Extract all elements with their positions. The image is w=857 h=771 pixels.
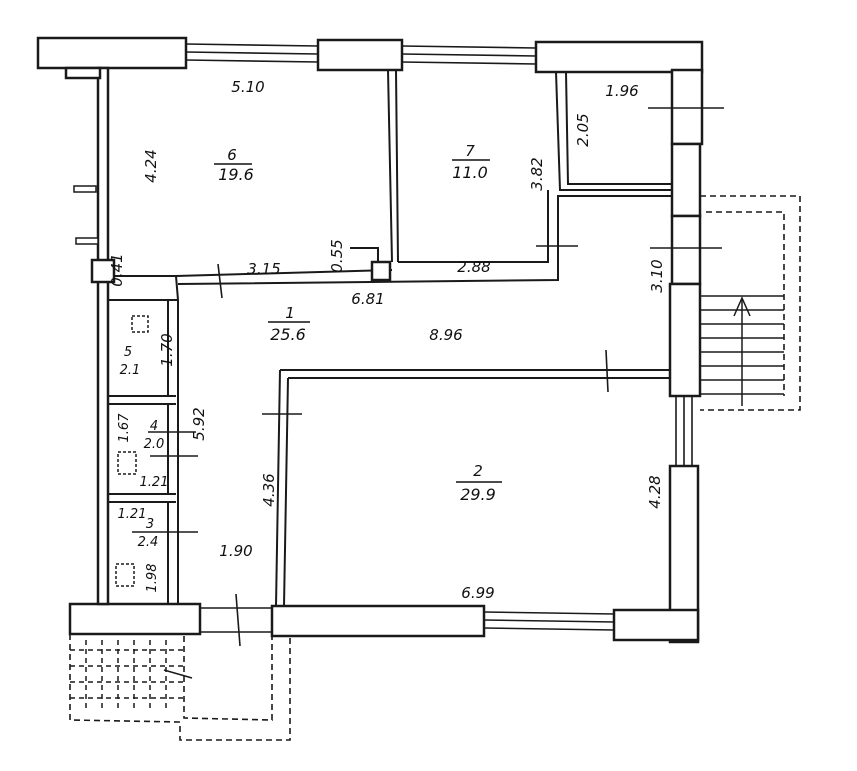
dim-1-98: 1.98 [145,564,160,593]
right-wall-pillar-2 [668,282,702,398]
dim-0-41: 0.41 [108,253,126,286]
dim-4-36: 4.36 [260,473,278,506]
shaft-left [90,258,116,284]
fixture-room-4 [117,451,137,475]
shaft-middle [370,260,392,282]
room-labels: 6 19.6 7 11.0 1 25.6 2 29.9 5 2.1 4 2.0 … [120,142,502,550]
interior-walls [90,69,672,607]
room-3-number: 3 [146,517,154,532]
dim-1-90: 1.90 [219,542,252,560]
dim-3-82: 3.82 [528,157,546,190]
dim-0-55: 0.55 [328,239,346,272]
room-6-number: 6 [227,146,237,164]
dim-1-70: 1.70 [158,333,176,366]
dimension-labels: 5.10 1.96 4.24 2.05 3.82 0.41 3.15 0.55 … [108,78,666,602]
dim-3-15: 3.15 [247,260,280,278]
top-wall-middle [316,38,404,72]
fixture-room-5 [131,315,149,333]
top-wall-left [36,36,188,70]
room-5-number: 5 [124,345,132,360]
right-wall-mid [670,214,702,286]
room-5-area: 2.1 [120,363,141,378]
dim-5-10: 5.10 [231,78,264,96]
room-2-area: 29.9 [460,485,496,504]
dim-1-21-upper: 1.21 [140,475,169,490]
dim-6-99: 6.99 [461,584,494,602]
left-wall-cap [64,66,102,80]
right-staircase [700,195,801,411]
dim-1-96: 1.96 [605,82,638,100]
dim-4-28: 4.28 [646,475,664,508]
left-wall [96,66,110,606]
dim-3-10: 3.10 [648,259,666,292]
right-wall-pillar [670,142,702,218]
bottom-wall-middle [270,604,486,638]
top-wall-right [534,40,704,74]
bottom-wall-left [68,602,202,636]
room-7-number: 7 [465,142,475,160]
dim-8-96: 8.96 [429,326,462,344]
dim-2-88: 2.88 [457,258,490,276]
room-1-area: 25.6 [270,325,306,344]
outer-walls [36,36,704,644]
fixture-room-3 [115,563,135,587]
room-1-number: 1 [285,304,295,322]
dim-6-81: 6.81 [351,290,384,308]
room-4-area: 2.0 [144,437,165,452]
room-2-number: 2 [473,462,483,480]
dim-2-05: 2.05 [574,113,592,146]
bottom-wall-right [612,608,700,642]
dim-4-24: 4.24 [142,149,160,182]
right-wall-top [670,68,704,146]
entrance-porch [69,634,291,741]
dim-5-92: 5.92 [190,407,208,440]
room-7-area: 11.0 [452,163,488,182]
fixtures [73,185,149,587]
room-4-number: 4 [150,419,158,434]
room-6-area: 19.6 [218,165,254,184]
dim-1-21-lower: 1.21 [118,507,147,522]
dim-1-67: 1.67 [117,413,132,443]
dimension-ticks [132,107,724,679]
room-3-area: 2.4 [138,535,159,550]
windows [185,43,693,633]
